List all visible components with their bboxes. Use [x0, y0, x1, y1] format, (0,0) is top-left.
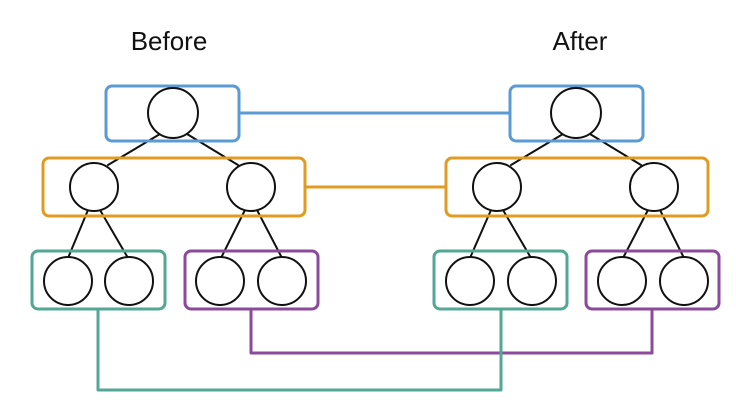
cross-panel-links: [96, 111, 654, 392]
after-leaf-node-1[interactable]: [445, 256, 495, 306]
before-edge-root-left: [107, 133, 161, 166]
link-leaf-green: [96, 309, 503, 392]
before-leaf-box-purple[interactable]: [183, 249, 320, 311]
after-internal-node-left[interactable]: [472, 162, 522, 212]
before-internal-box[interactable]: [41, 156, 307, 218]
before-leaf-node-3[interactable]: [195, 256, 245, 306]
before-root-node[interactable]: [147, 87, 199, 139]
before-leaf-box-green[interactable]: [30, 249, 167, 311]
after-root-box[interactable]: [508, 84, 645, 143]
panel-title-after: After: [553, 26, 608, 56]
before-leaf-node-4[interactable]: [257, 256, 307, 306]
after-root-node[interactable]: [550, 87, 602, 139]
after-leaf-node-3[interactable]: [597, 256, 647, 306]
panel-title-before: Before: [131, 26, 208, 56]
before-internal-node-right[interactable]: [226, 162, 276, 212]
before-leaf-node-2[interactable]: [104, 256, 154, 306]
after-leaf-box-purple[interactable]: [584, 249, 721, 311]
before-internal-node-left[interactable]: [69, 162, 119, 212]
after-edge-root-left: [510, 133, 564, 166]
after-tree-nodes: [445, 87, 709, 306]
before-leaf-node-1[interactable]: [43, 256, 93, 306]
after-leaf-node-4[interactable]: [659, 256, 709, 306]
after-internal-node-right[interactable]: [629, 162, 679, 212]
after-leaf-node-2[interactable]: [507, 256, 557, 306]
before-tree-edges: [67, 133, 283, 259]
panel-before: Before: [30, 26, 320, 311]
before-tree-nodes: [43, 87, 307, 306]
after-internal-box[interactable]: [444, 156, 710, 218]
before-root-box[interactable]: [104, 84, 241, 143]
after-edge-root-right: [589, 133, 642, 166]
after-leaf-box-green[interactable]: [432, 249, 569, 311]
panel-after: After: [432, 26, 721, 311]
link-leaf-purple: [249, 309, 654, 355]
before-edge-root-right: [186, 133, 239, 166]
